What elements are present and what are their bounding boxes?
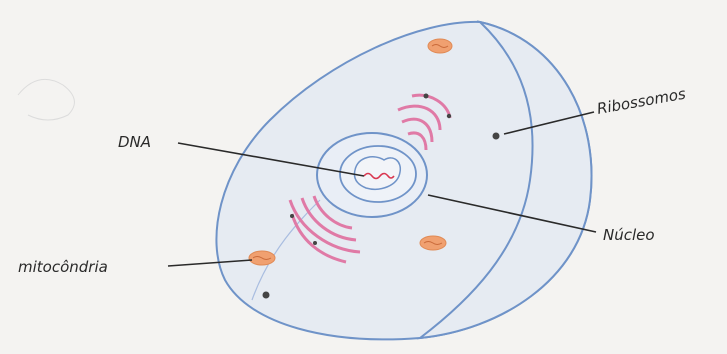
ribosome-dot [493, 133, 500, 140]
ribosome-dot [313, 241, 317, 245]
label-mitocondria: mitocôndria [18, 258, 108, 276]
ribosome-dot [447, 114, 451, 118]
label-ribossomos: Ribossomos [596, 85, 688, 118]
ribosome-dot [290, 214, 294, 218]
paper-smudge [18, 79, 74, 120]
ribosome-dot [424, 94, 429, 99]
label-dna: DNA [118, 133, 151, 151]
nucleus [317, 133, 427, 217]
label-nucleo: Núcleo [603, 226, 655, 244]
ribosome-dot [263, 292, 270, 299]
